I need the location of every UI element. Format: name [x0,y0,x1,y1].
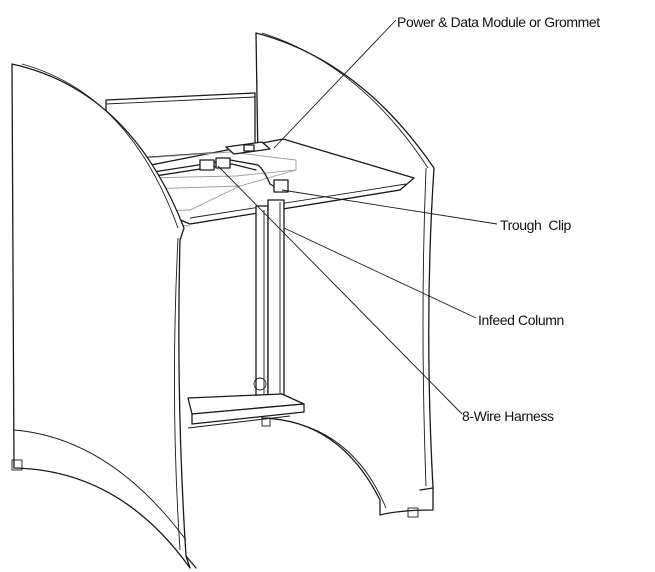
label-infeed-column: Infeed Column [478,312,564,328]
leader-infeed-column [283,227,477,319]
leader-power-data [273,19,397,149]
label-power-data-module: Power & Data Module or Grommet [397,14,600,30]
label-trough-clip: Trough Clip [500,217,571,233]
base-shelf [187,393,305,429]
power-data-module [225,141,271,155]
infeed-column [253,199,285,397]
leader-lines [217,19,498,415]
label-wire-harness: 8-Wire Harness [462,408,554,424]
leader-wire-harness [217,165,463,415]
leader-trough-clip [281,189,498,225]
left-side-panel [11,63,197,569]
